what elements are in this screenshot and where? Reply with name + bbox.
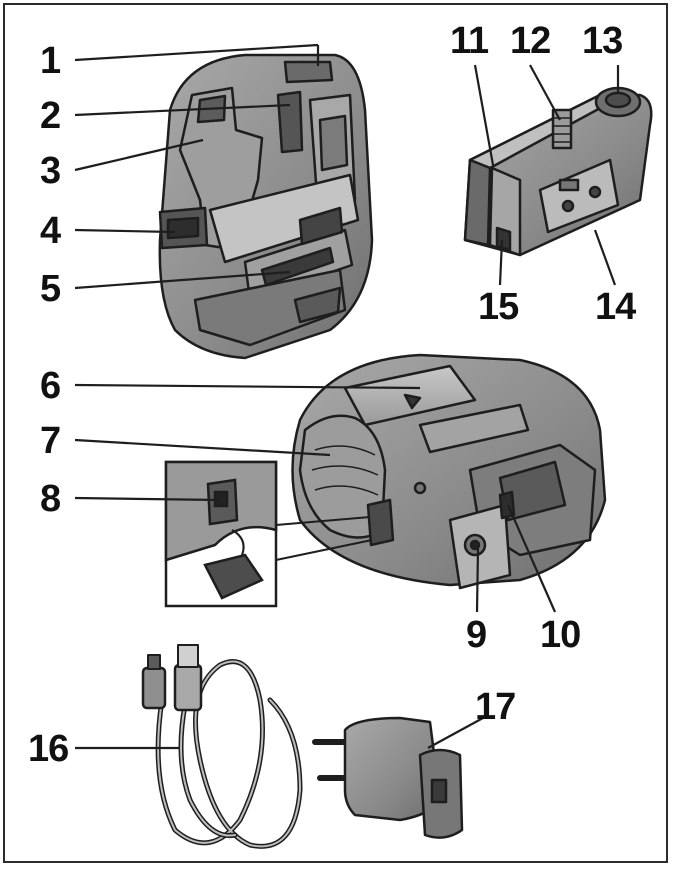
callout-4: 4 bbox=[40, 210, 61, 252]
leader-3 bbox=[74, 138, 204, 172]
leader-7 bbox=[74, 438, 331, 457]
clip-jaw bbox=[463, 158, 492, 247]
tripod-screw bbox=[551, 108, 573, 150]
callout-7: 7 bbox=[40, 420, 61, 462]
callout-17: 17 bbox=[475, 686, 516, 728]
usb-power-adapter bbox=[312, 716, 464, 839]
callout-1: 1 bbox=[40, 40, 61, 82]
callout-9: 9 bbox=[466, 614, 487, 656]
callout-16: 16 bbox=[28, 728, 69, 770]
callout-11: 11 bbox=[450, 20, 489, 62]
callout-2: 2 bbox=[40, 95, 61, 137]
leader-9 bbox=[475, 547, 480, 613]
micro-usb-plug bbox=[141, 666, 167, 710]
usb-cable bbox=[141, 644, 303, 849]
leader-15 bbox=[498, 239, 504, 286]
leader-5 bbox=[74, 270, 291, 290]
callout-leader-lines bbox=[74, 43, 620, 750]
mounting-clip bbox=[463, 86, 653, 257]
adapter-usb-port bbox=[430, 778, 448, 804]
callout-12: 12 bbox=[510, 20, 551, 62]
figure-frame bbox=[3, 3, 668, 863]
callout-8: 8 bbox=[40, 478, 61, 520]
laser-level-rear-view bbox=[291, 353, 607, 590]
callout-5: 5 bbox=[40, 268, 61, 310]
leader-2 bbox=[74, 103, 291, 117]
laser-exit-window-top bbox=[283, 60, 334, 84]
leader-6 bbox=[74, 383, 421, 390]
clip-guide-groove bbox=[495, 226, 512, 252]
usb-a-plug bbox=[173, 663, 203, 712]
rubber-port-cap bbox=[203, 553, 264, 600]
leader-1 bbox=[74, 43, 319, 62]
callout-6: 6 bbox=[40, 365, 61, 407]
laser-level-front-view bbox=[158, 53, 374, 360]
charging-port-cover bbox=[366, 498, 395, 547]
charging-port-inset bbox=[164, 460, 373, 608]
callout-10: 10 bbox=[540, 614, 581, 656]
leader-17 bbox=[427, 717, 484, 749]
leader-8 bbox=[74, 496, 221, 502]
leader-12 bbox=[529, 64, 561, 121]
callout-15: 15 bbox=[478, 286, 519, 328]
callout-14: 14 bbox=[595, 286, 636, 328]
leader-11 bbox=[473, 64, 495, 166]
callout-3: 3 bbox=[40, 150, 61, 192]
callout-13: 13 bbox=[582, 20, 623, 62]
laser-exit-window-vertical bbox=[276, 90, 304, 154]
leader-14 bbox=[593, 229, 617, 286]
leader-4 bbox=[74, 228, 176, 234]
clip-mounting-plate bbox=[538, 158, 620, 234]
leader-10 bbox=[506, 504, 557, 613]
